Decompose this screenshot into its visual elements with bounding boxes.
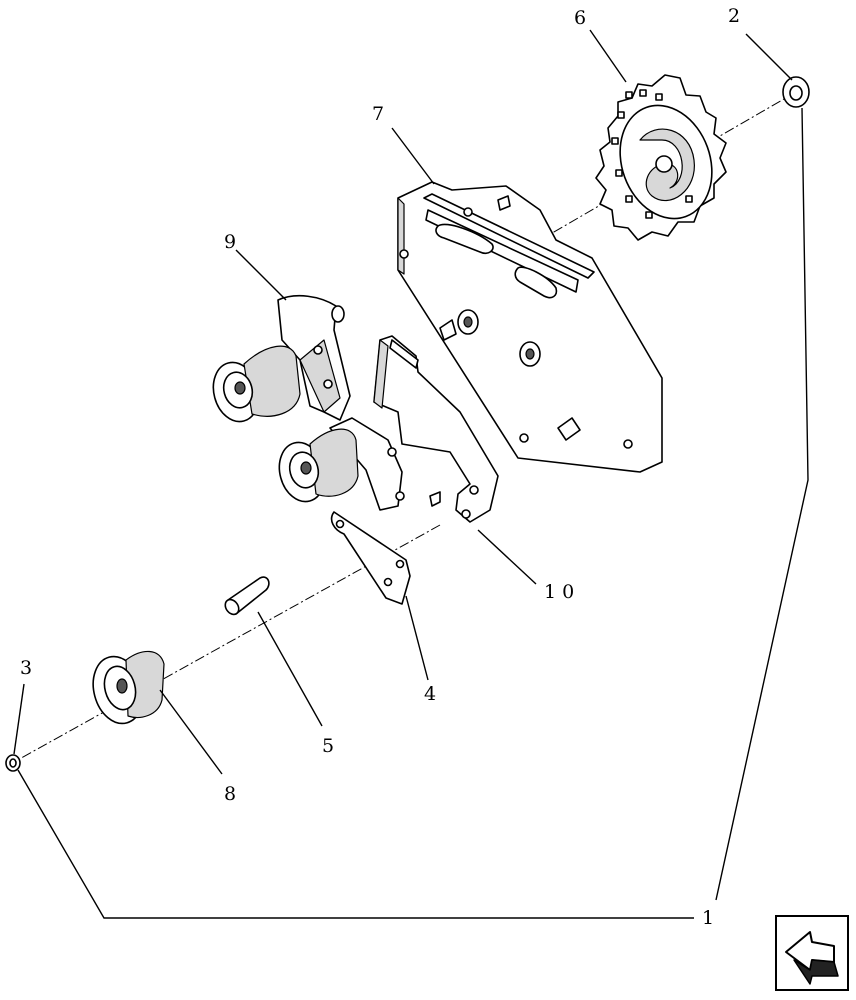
idler-arm-upper-part (212, 294, 351, 423)
callout-7: 7 (372, 103, 384, 125)
callout-10: 1 0 (544, 581, 574, 603)
callout-4: 4 (424, 683, 436, 705)
callout-labels: 1 2 3 4 5 6 7 8 9 1 0 (20, 5, 740, 929)
plate-part (397, 181, 663, 473)
callout-2: 2 (728, 5, 740, 27)
bracket-arm-part (278, 335, 499, 523)
sprocket-teeth-holes (611, 89, 693, 219)
leader-lines (13, 29, 809, 919)
washer-part (782, 76, 810, 108)
link-plate-part (330, 511, 411, 605)
snap-ring-part (5, 754, 21, 772)
callout-9: 9 (224, 231, 236, 253)
callout-1: 1 (702, 907, 714, 929)
callout-3: 3 (20, 657, 32, 679)
sprocket-part (595, 74, 727, 241)
idler-roller-part (92, 650, 165, 725)
callout-5: 5 (322, 735, 334, 757)
callout-8: 8 (224, 783, 236, 805)
pin-part (224, 576, 270, 616)
callout-6: 6 (574, 7, 586, 29)
back-arrow-icon[interactable] (775, 915, 849, 991)
